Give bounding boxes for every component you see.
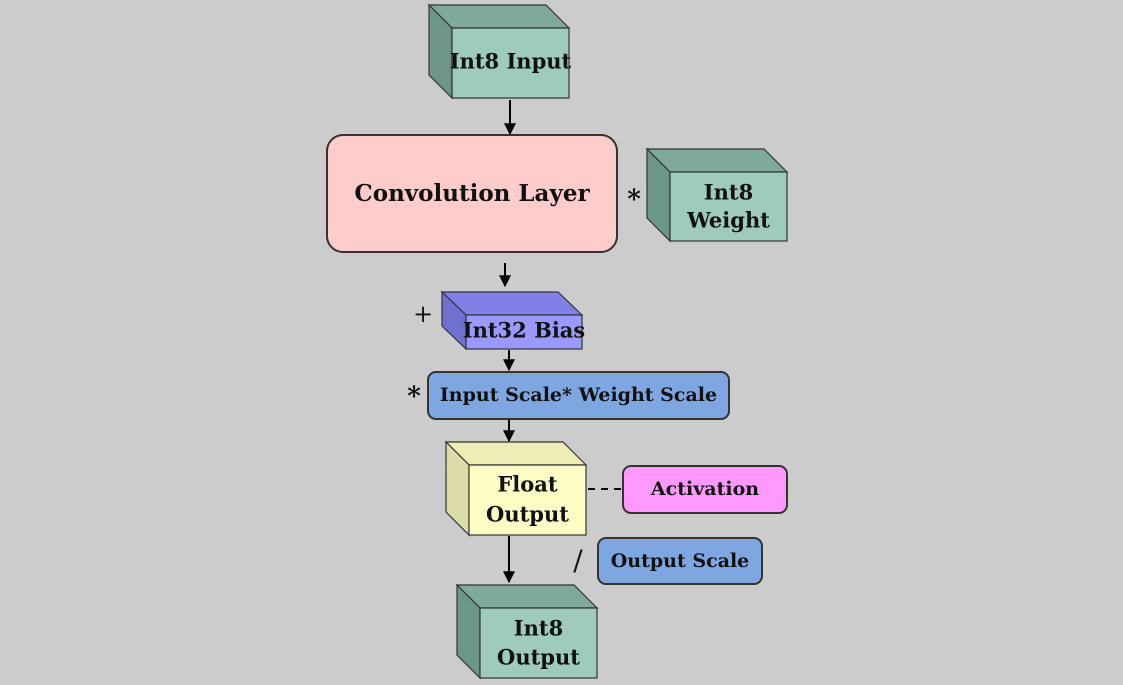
int8-weight-block: Int8 Weight (645, 147, 789, 243)
float-output-block: Float Output (444, 440, 588, 537)
multiply-weight-operator: * (627, 185, 641, 215)
activation-block: Activation (622, 465, 788, 514)
output-scale-label: Output Scale (611, 550, 750, 572)
int8-output-block: Int8 Output (455, 583, 599, 680)
add-bias-operator: + (413, 300, 433, 328)
convolution-layer-label: Convolution Layer (354, 180, 590, 207)
scale-product-label: Input Scale* Weight Scale (440, 384, 717, 406)
int8-weight-label-line1: Int8 (704, 180, 753, 205)
int8-weight-label-line2: Weight (686, 208, 770, 233)
float-output-label-line1: Float (497, 472, 558, 497)
multiply-scale-operator: * (407, 382, 421, 412)
int8-output-label-line2: Output (497, 645, 580, 670)
int8-input-label: Int8 Input (450, 49, 572, 74)
int8-input-block: Int8 Input (427, 3, 572, 100)
int32-bias-block: Int32 Bias (440, 290, 585, 351)
activation-label: Activation (650, 478, 759, 500)
float-output-label-line2: Output (486, 502, 569, 527)
int32-bias-label: Int32 Bias (463, 318, 585, 343)
convolution-layer-block: Convolution Layer (326, 134, 618, 253)
int8-output-label-line1: Int8 (514, 616, 563, 641)
scale-product-block: Input Scale* Weight Scale (427, 371, 730, 420)
output-scale-block: Output Scale (597, 537, 763, 585)
divide-scale-operator: / (573, 544, 583, 577)
